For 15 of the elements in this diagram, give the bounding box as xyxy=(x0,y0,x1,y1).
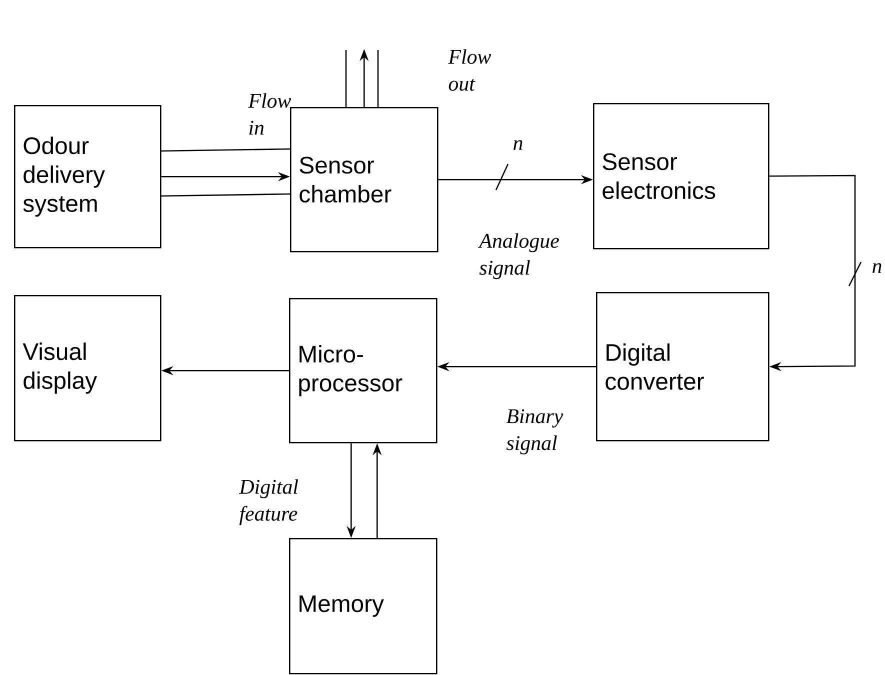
process-box: Sensor chamber xyxy=(290,107,438,252)
edge-label: Analogue signal xyxy=(478,233,559,280)
edge-label: Flow in xyxy=(248,93,292,135)
process-box: Micro- processor xyxy=(289,298,438,444)
edge-label: Flow out xyxy=(448,49,492,91)
edge-label: Binary signal xyxy=(506,409,564,454)
arrow xyxy=(769,174,856,372)
process-box: Memory xyxy=(289,538,438,674)
edge-label: Digital feature xyxy=(238,479,298,526)
bus-width-label: n xyxy=(514,140,522,150)
process-box: Sensor electronics xyxy=(593,103,770,250)
process-box: Visual display xyxy=(14,295,162,442)
bus-width-label: n xyxy=(872,263,882,273)
process-box: Digital converter xyxy=(596,292,770,442)
process-box: Odour delivery system xyxy=(14,105,162,248)
